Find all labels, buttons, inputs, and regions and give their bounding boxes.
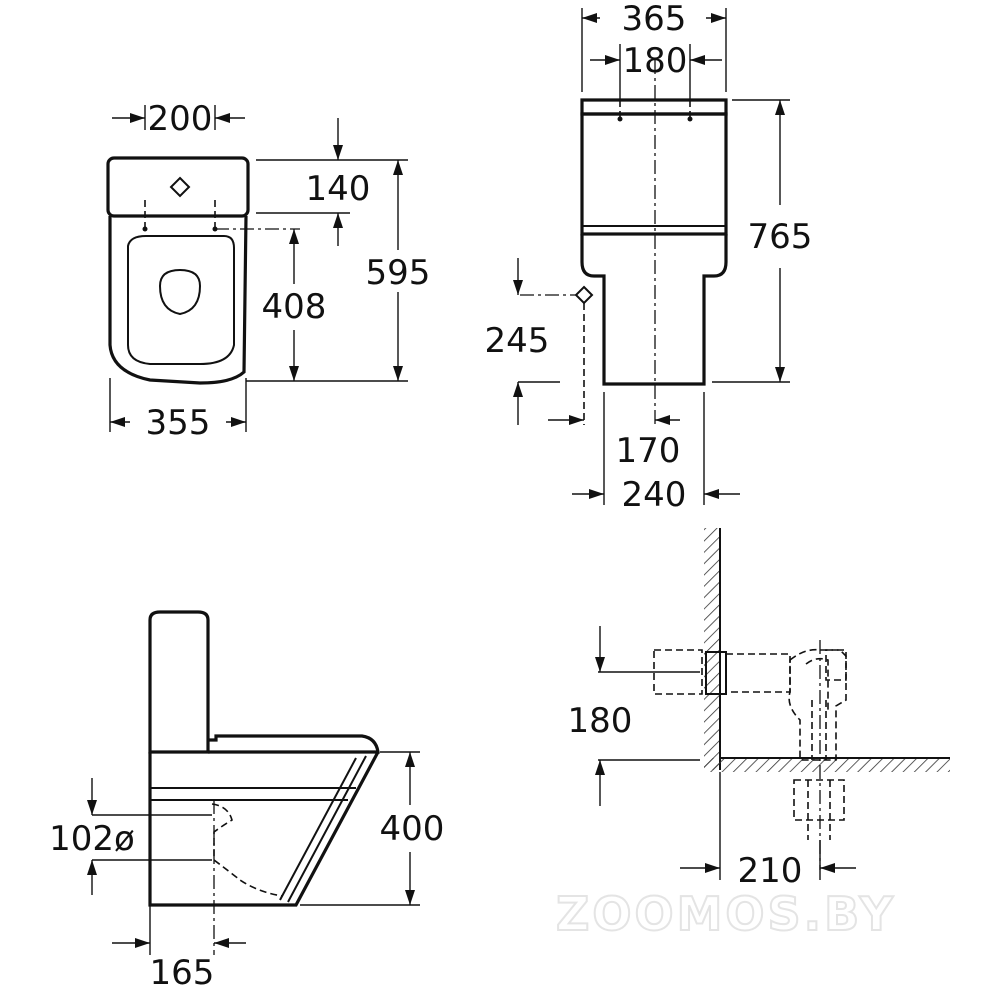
front-cistern-outline [580,112,728,236]
top-view: 200 355 140 408 595 [106,99,431,443]
dim-top-holes-label: 200 [148,99,213,139]
front-pedestal-outline [580,234,728,386]
install-fitting-outline [788,648,847,761]
top-seat-outline [127,235,235,365]
side-view: 102ø 400 165 [49,610,445,993]
front-lid-outline [580,98,728,116]
top-cistern-outline [106,156,250,218]
dim-side-height-label: 400 [380,809,445,849]
dim-top-cistern-label: 140 [306,169,371,209]
dim-top-width-label: 355 [146,403,211,443]
watermark-text: ZOOMOS.BY [556,887,896,941]
front-view: 365 180 765 245 170 [485,0,813,515]
wall-hatch [704,528,720,770]
dim-side-outlet-offset-label: 165 [150,953,215,993]
dim-install-offset-label: 210 [738,851,803,891]
dim-front-inlet-offset-label: 170 [616,431,681,471]
dim-front-base-label: 240 [622,475,687,515]
dim-front-inlet-label: 245 [485,321,550,361]
side-trap-hidden [211,803,283,897]
top-seat-opening [158,268,202,316]
dim-front-holes-label: 180 [623,41,688,81]
dim-top-depth-label: 595 [366,253,431,293]
dim-side-outlet-label: 102ø [49,819,135,859]
side-cistern-outline [148,610,210,754]
dim-front-width-label: 365 [622,0,687,39]
flush-button-icon [169,176,191,198]
dim-front-height-label: 765 [748,217,813,257]
front-inlet-icon [574,285,594,305]
side-seat-outline [208,734,380,754]
dim-top-seat-label: 408 [262,287,327,327]
install-view: 180 210 [568,528,950,891]
side-bowl-outline [148,751,380,907]
floor-hatch [704,758,950,772]
dim-install-height-label: 180 [568,701,633,741]
top-bowl-outline [108,215,248,385]
